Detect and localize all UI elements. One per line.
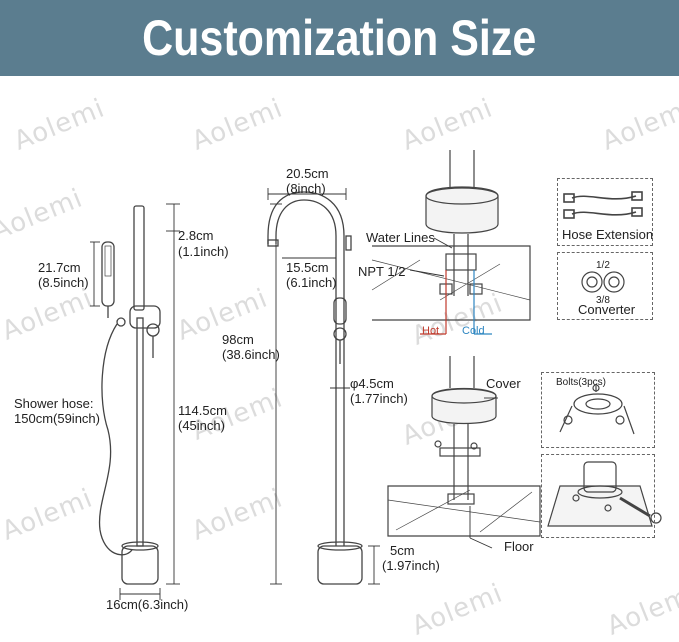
cold-label: Cold	[462, 325, 485, 337]
base-height-inch-label: (1.97inch)	[382, 558, 440, 573]
handshower-length-inch-label: (8.5inch)	[38, 275, 89, 290]
hose-title-label: Shower hose:	[14, 396, 94, 411]
hose-extension-label: Hose Extension	[562, 227, 654, 242]
converter-art	[581, 271, 625, 293]
spout-width-label: 20.5cm	[286, 166, 329, 181]
water-lines-label: Water Lines	[366, 230, 435, 245]
converter-label: Converter	[578, 302, 636, 317]
lower-height-label: 114.5cm	[178, 403, 227, 418]
converter-box	[557, 252, 653, 320]
title-banner: Customization Size	[0, 0, 679, 76]
lower-height-inch-label: (45inch)	[178, 418, 225, 433]
bolts-box	[541, 372, 655, 448]
base-height-label: 5cm	[390, 543, 415, 558]
spout-depth-label: 15.5cm	[286, 260, 329, 275]
hose-length-label: 150cm(59inch)	[14, 411, 100, 426]
converter-half-label: 1/2	[596, 260, 610, 271]
floor-label: Floor	[504, 539, 534, 554]
side-view-faucet	[267, 191, 363, 585]
cover-label: Cover	[486, 376, 521, 391]
bolts-art	[559, 384, 635, 435]
total-height-label: 98cm	[222, 332, 254, 347]
installation-top-view	[371, 150, 531, 335]
top-gap-label: 2.8cm	[178, 228, 214, 243]
base-width-label: 16cm(6.3inch)	[106, 597, 189, 612]
spout-depth-inch-label: (6.1inch)	[286, 275, 337, 290]
total-height-inch-label: (38.6inch)	[222, 347, 280, 362]
mounting-box	[541, 454, 655, 538]
top-gap-inch-label: (1.1inch)	[178, 244, 229, 259]
front-view-faucet	[98, 205, 161, 585]
installation-bottom-view	[387, 356, 541, 537]
hose-extension-box	[557, 178, 653, 246]
converter-three-eighths-label: 3/8	[596, 295, 610, 306]
hose-extension-art	[563, 191, 643, 219]
pipe-diameter-label: φ4.5cm	[350, 376, 394, 391]
page-title: Customization Size	[142, 10, 537, 66]
npt-label: NPT 1/2	[358, 264, 406, 279]
bolts-label: Bolts(3pcs)	[556, 377, 607, 388]
spout-width-inch-label: (8inch)	[286, 181, 326, 196]
mounting-art	[547, 461, 662, 527]
hot-label: Hot	[422, 325, 440, 337]
handshower-length-label: 21.7cm	[38, 260, 81, 275]
pipe-diameter-inch-label: (1.77inch)	[350, 391, 408, 406]
